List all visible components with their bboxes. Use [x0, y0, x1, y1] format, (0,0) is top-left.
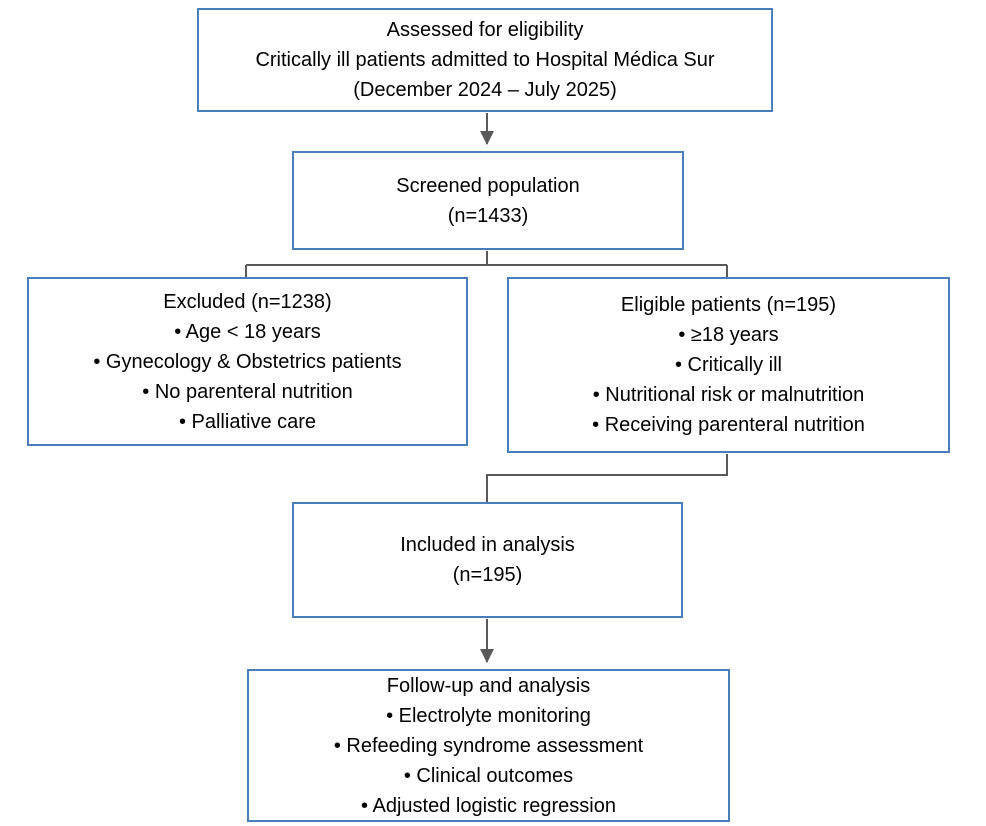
box-excluded: Excluded (n=1238) • Age < 18 years • Gyn…	[27, 277, 468, 446]
bullet-item: • Receiving parenteral nutrition	[592, 414, 865, 436]
box-title: Screened population	[396, 174, 580, 197]
box-title: Eligible patients (n=195)	[620, 294, 837, 316]
elbow-eligible-to-included	[486, 454, 728, 503]
box-eligible-patients: Eligible patients (n=195) • ≥18 years • …	[507, 277, 950, 453]
bullet-item: • No parenteral nutrition	[142, 380, 353, 403]
bullet-item: • Nutritional risk or malnutrition	[592, 384, 865, 406]
box-text-line: Critically ill patients admitted to Hosp…	[255, 49, 715, 71]
bullet-item: • Adjusted logistic regression	[361, 794, 616, 817]
box-title: Assessed for eligibility	[386, 19, 584, 41]
bullet-item: • Refeeding syndrome assessment	[333, 734, 644, 757]
box-title: Included in analysis	[400, 534, 575, 556]
box-followup-and-analysis: Follow-up and analysis • Electrolyte mon…	[247, 669, 730, 822]
box-text-line: (December 2024 – July 2025)	[353, 79, 617, 101]
bullet-item: • Clinical outcomes	[403, 764, 574, 787]
box-count: (n=1433)	[447, 204, 529, 227]
box-assessed-for-eligibility: Assessed for eligibility Critically ill …	[197, 8, 773, 112]
box-screened-population: Screened population (n=1433)	[292, 151, 684, 250]
branch-screened-to-excluded-eligible	[245, 251, 728, 278]
box-title: Excluded (n=1238)	[163, 290, 332, 313]
bullet-item: • Age < 18 years	[174, 320, 321, 343]
box-included-in-analysis: Included in analysis (n=195)	[292, 502, 683, 618]
bullet-item: • Electrolyte monitoring	[386, 704, 591, 727]
bullet-item: • Critically ill	[674, 354, 782, 376]
box-title: Follow-up and analysis	[386, 674, 591, 697]
bullet-item: • Palliative care	[178, 410, 317, 433]
box-count: (n=195)	[452, 564, 523, 586]
bullet-item: • Gynecology & Obstetrics patients	[93, 350, 402, 373]
bullet-item: • ≥18 years	[678, 324, 779, 346]
